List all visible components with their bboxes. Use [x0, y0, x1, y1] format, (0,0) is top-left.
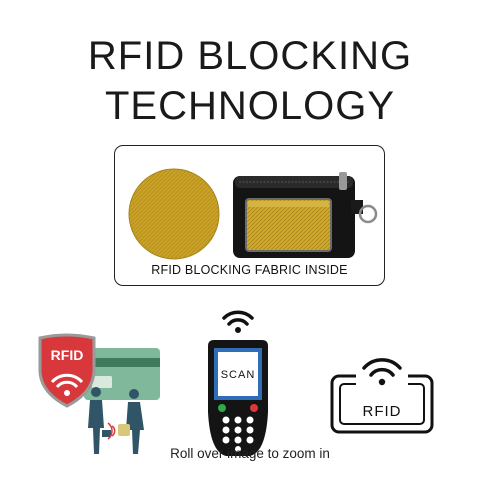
rfid-theft-illustration: RFID: [38, 333, 160, 454]
scanner-device-icon: [208, 340, 268, 456]
scanner-screen-text: SCAN: [221, 369, 256, 381]
page-title-line1: RFID BLOCKING: [87, 34, 413, 78]
rfid-card-illustration: RFID: [330, 358, 434, 434]
page-title-line2: TECHNOLOGY: [104, 84, 396, 128]
fabric-panel: RFID BLOCKING FABRIC INSIDE: [114, 145, 385, 286]
shield-label: RFID: [51, 347, 84, 363]
fabric-illustration: [128, 168, 378, 260]
people-silhouette-icon: [88, 387, 144, 454]
fabric-swatch-icon: [128, 168, 220, 260]
wallet-icon: [233, 172, 378, 258]
credit-card-icon: [84, 348, 160, 400]
fabric-caption: RFID BLOCKING FABRIC INSIDE: [151, 263, 348, 277]
card-label: RFID: [363, 403, 402, 420]
rfid-shield-icon: [38, 333, 96, 408]
zoom-hint: Roll over image to zoom in: [170, 446, 330, 461]
rfid-card-icon: [330, 358, 434, 434]
wifi-icon: [222, 310, 254, 333]
rfid-scanner-illustration: SCAN: [208, 310, 268, 456]
